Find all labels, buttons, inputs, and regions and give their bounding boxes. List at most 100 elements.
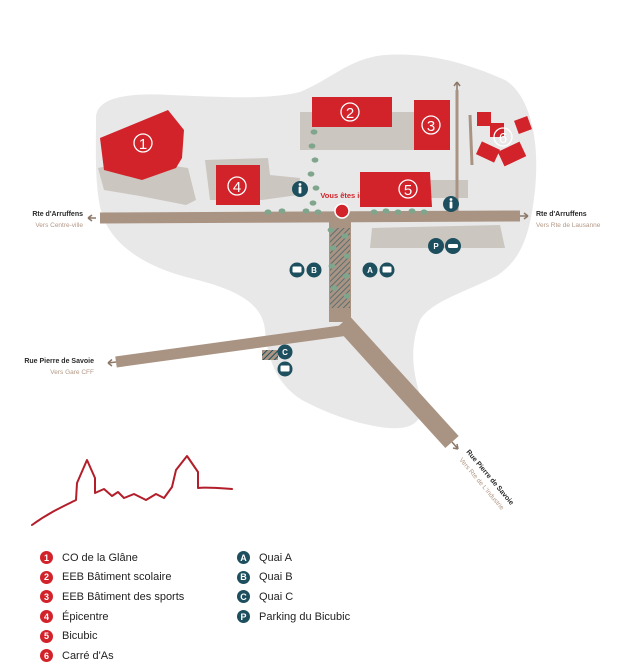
legend-item-quai-c: C Quai C [237, 587, 350, 607]
building-1[interactable] [100, 110, 184, 180]
legend-item-quai-b: B Quai B [237, 568, 350, 588]
legend-badge: 6 [40, 649, 53, 663]
legend-item-building-2: 2 EEB Bâtiment scolaire [40, 568, 184, 588]
legend-label: Quai A [259, 551, 293, 564]
legend-item-parking: P Parking du Bicubic [237, 607, 350, 627]
tree-row [264, 129, 428, 299]
legend-item-building-1: 1 CO de la Glâne [40, 548, 184, 568]
stop-b-letter: B [311, 266, 317, 275]
legend-label: EEB Bâtiment scolaire [62, 571, 172, 584]
road-arruffens [99, 210, 521, 224]
ghost-parking-lot [370, 225, 505, 248]
building-number-5: 5 [404, 182, 412, 199]
building-number-6: 6 [499, 130, 507, 147]
building-numbers: 1 2 3 4 5 6 [133, 102, 513, 199]
legend: 1 CO de la Glâne 2 EEB Bâtiment scolaire… [40, 548, 560, 663]
legend-label: Épicentre [62, 610, 109, 623]
building-number-3: 3 [427, 118, 435, 135]
tree [327, 227, 335, 233]
tree [341, 233, 349, 239]
ghost-building-east [430, 180, 468, 198]
road-label-arruffens-west: Rte d'Arruffens [32, 211, 83, 218]
legend-item-building-6: 6 Carré d'As [40, 646, 184, 666]
tree [310, 129, 318, 135]
tree [343, 293, 351, 299]
car-icon [445, 238, 461, 254]
tree [394, 209, 402, 215]
road-label-pierre-de-savoie-west: Rue Pierre de Savoie [24, 358, 94, 365]
stop-a-letter: A [367, 266, 373, 275]
bus-icon [379, 262, 395, 278]
legend-buildings: 1 CO de la Glâne 2 EEB Bâtiment scolaire… [40, 548, 184, 666]
stop-area-c [262, 350, 278, 360]
building-2[interactable] [312, 97, 392, 127]
legend-badge: 2 [40, 570, 53, 584]
tree [309, 200, 317, 206]
legend-item-quai-a: A Quai A [237, 548, 350, 568]
building-3[interactable] [414, 100, 450, 150]
legend-label: Carré d'As [62, 649, 114, 662]
road-direction-gare-cff: Vers Gare CFF [50, 369, 94, 376]
road-pierre-de-savoie-south [336, 315, 459, 449]
tree [408, 208, 416, 214]
legend-item-building-4: 4 Épicentre [40, 607, 184, 627]
tree [307, 171, 315, 177]
building-6[interactable] [475, 112, 532, 167]
legend-badge: A [237, 551, 250, 565]
tree [312, 185, 320, 191]
road-pierre-de-savoie-west [115, 324, 349, 368]
bus-icon [289, 262, 305, 278]
tree [382, 208, 390, 214]
stop-b-marker[interactable]: B [306, 262, 322, 278]
tree [420, 209, 428, 215]
building-4[interactable] [216, 165, 260, 205]
stop-c-marker[interactable]: C [277, 344, 293, 360]
tree [311, 157, 319, 163]
road-direction-centre-ville: Vers Centre-ville [35, 222, 83, 229]
stop-c-letter: C [282, 348, 288, 357]
legend-item-building-5: 5 Bicubic [40, 626, 184, 646]
legend-label: Parking du Bicubic [259, 610, 351, 623]
legend-badge: 5 [40, 629, 53, 643]
parking-letter: P [433, 242, 439, 251]
legend-badge: 3 [40, 590, 53, 604]
skyline-logo [31, 455, 233, 526]
bus-icon [277, 361, 293, 377]
tree [314, 209, 322, 215]
stop-a-marker[interactable]: A [362, 262, 378, 278]
legend-label: CO de la Glâne [62, 551, 138, 564]
road-east-spur [468, 114, 474, 166]
tree [264, 209, 272, 215]
road-direction-lausanne: Vers Rte de Lausanne [536, 222, 601, 229]
legend-badge: P [237, 610, 250, 624]
legend-label: Bicubic [62, 630, 98, 643]
legend-badge: B [237, 570, 250, 584]
road-label-arruffens-east: Rte d'Arruffens [536, 211, 587, 218]
tree [308, 143, 316, 149]
road-arrows [87, 81, 529, 450]
legend-transport: A Quai A B Quai B C Quai C P Parking du … [237, 548, 350, 626]
tree [342, 273, 350, 279]
you-are-here-marker [334, 203, 350, 219]
legend-badge: 1 [40, 551, 53, 565]
tree [278, 208, 286, 214]
building-number-1: 1 [139, 136, 147, 153]
parking-icon[interactable]: P [428, 238, 444, 254]
tree [302, 208, 310, 214]
tree [328, 263, 336, 269]
legend-item-building-3: 3 EEB Bâtiment des sports [40, 587, 184, 607]
legend-label: Quai B [259, 571, 293, 584]
legend-badge: 4 [40, 610, 53, 624]
legend-label: Quai C [259, 590, 294, 603]
legend-badge: C [237, 590, 250, 604]
tree [343, 253, 351, 259]
you-are-here-label: Vous êtes ici [320, 191, 365, 200]
tree [330, 285, 338, 291]
building-5[interactable] [360, 172, 432, 207]
tree [329, 245, 337, 251]
tree [370, 209, 378, 215]
pedestrian-icon [443, 196, 459, 212]
pedestrian-icon [292, 181, 308, 197]
building-number-4: 4 [233, 179, 241, 196]
campus-map: 1 2 3 4 5 6 Vous êtes ici B A C [24, 54, 601, 526]
